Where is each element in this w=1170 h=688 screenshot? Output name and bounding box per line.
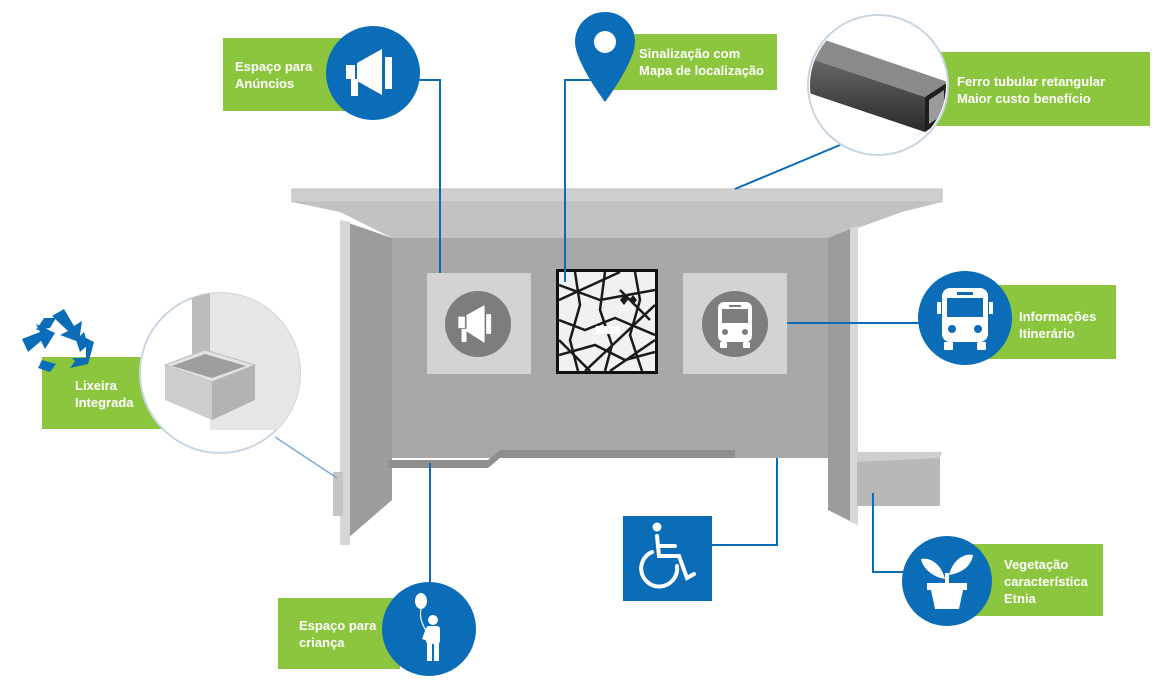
map-panel-pin-icon [596,295,637,334]
connector-vegetation [872,493,905,573]
child-label-line-2: criança [299,635,345,650]
trash-bin-zoom [139,292,301,454]
tubular-label: Ferro tubular retangular Maior custo ben… [957,73,1105,107]
itinerary-label-line-1: Informações [1019,309,1097,324]
trash-label-line-2: Integrada [75,395,134,410]
connector-ads [412,79,441,273]
shelter-bench [388,450,735,468]
connector-lines [412,79,920,585]
child-label-line-1: Espaço para [299,618,377,633]
connector-accessibility [712,458,778,546]
shelter-trash-block [333,472,343,516]
connector-tubular [734,144,841,190]
itinerary-label: Informações Itinerário [1019,308,1096,342]
vegetation-label-line-1: Vegetação [1004,557,1069,572]
recycle-icon [22,309,94,372]
itinerary-label-line-2: Itinerário [1019,326,1075,341]
callout-child-box [278,598,400,669]
callout-tubular-box [925,52,1150,126]
rectangular-tube-icon [807,14,949,156]
ads-panel [427,273,531,374]
shelter-roof-underside [292,202,942,238]
shelter-left-wall [340,220,392,545]
bus-info-panel [683,273,787,374]
tubular-label-line-1: Ferro tubular retangular [957,74,1106,89]
map-signage-label-line-2: Mapa de localização [639,63,764,78]
vegetation-label-line-2: característica [1004,574,1088,589]
ads-label-line-1: Espaço para [235,59,313,74]
map-panel [556,269,658,374]
vegetation-label: Vegetação característica Etnia [1004,556,1088,607]
ads-label: Espaço para Anúncios [235,58,312,92]
connector-trash [274,436,338,479]
shelter-planter [857,455,940,506]
ads-label-line-2: Anúncios [235,76,295,91]
vegetation-label-line-3: Etnia [1004,591,1036,606]
wheelchair-icon [623,516,712,601]
shelter-roof [291,188,943,203]
tubular-label-line-2: Maior custo benefício [957,91,1091,106]
map-signage-label-line-1: Sinalização com [639,46,741,61]
child-label: Espaço para criança [299,617,376,651]
trash-label: Lixeira Integrada [75,377,134,411]
trash-label-line-1: Lixeira [75,378,117,393]
connector-map [564,79,600,282]
map-pin-icon [575,12,635,102]
map-signage-label: Sinalização com Mapa de localização [639,45,764,79]
